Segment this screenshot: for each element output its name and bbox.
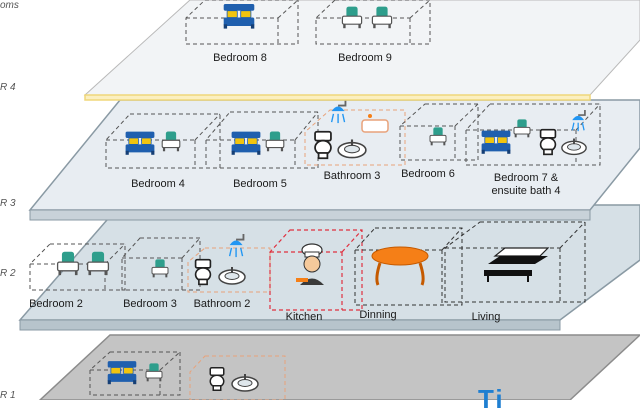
label-bathroom-3: Bathroom 3 bbox=[323, 170, 381, 182]
floor-1-tag: R 1 bbox=[0, 390, 16, 401]
label-bedroom-6: Bedroom 6 bbox=[401, 168, 455, 180]
floor-3-slab-edge bbox=[29, 209, 591, 221]
label-bedroom-3: Bedroom 3 bbox=[123, 298, 177, 310]
label-bedroom-7-line-2: ensuite bath 4 bbox=[491, 185, 561, 197]
floor-4-slab-edge bbox=[84, 94, 591, 101]
floor-3-tag: R 3 bbox=[0, 198, 16, 209]
floor-4-slab-top bbox=[83, 0, 640, 96]
label-bedroom-4: Bedroom 4 bbox=[131, 178, 185, 190]
floor-4-caption: oms bbox=[0, 0, 19, 11]
label-kitchen: Kitchen bbox=[285, 311, 323, 323]
label-bathroom-2: Bathroom 2 bbox=[193, 298, 251, 310]
floor-2-tag: R 2 bbox=[0, 268, 16, 279]
floor-2-slab-edge bbox=[19, 319, 561, 331]
dining-table-icon bbox=[371, 246, 429, 286]
label-bedroom-8: Bedroom 8 bbox=[213, 52, 267, 64]
living-box bbox=[444, 221, 586, 303]
label-bedroom-7-line-1: Bedroom 7 & bbox=[493, 172, 559, 184]
label-bedroom-9: Bedroom 9 bbox=[338, 52, 392, 64]
bathtub-icon bbox=[361, 114, 389, 133]
sofa-icon bbox=[484, 247, 550, 282]
bedroom-3-box bbox=[121, 237, 201, 291]
label-living: Living bbox=[471, 311, 501, 323]
diagram-canvas bbox=[18, 0, 640, 401]
dinning-box bbox=[354, 227, 463, 306]
floor-4-tag: R 4 bbox=[0, 82, 16, 93]
chef-icon bbox=[296, 243, 324, 285]
label-bedroom-5: Bedroom 5 bbox=[233, 178, 287, 190]
label-bedroom-2: Bedroom 2 bbox=[29, 298, 83, 310]
bathroom-3-box bbox=[304, 109, 406, 166]
bathroom-2-box bbox=[187, 247, 271, 293]
bedroom-6-box bbox=[399, 103, 479, 161]
label-dinning: Dinning bbox=[359, 309, 397, 321]
bedroom-9-box bbox=[315, 0, 431, 45]
